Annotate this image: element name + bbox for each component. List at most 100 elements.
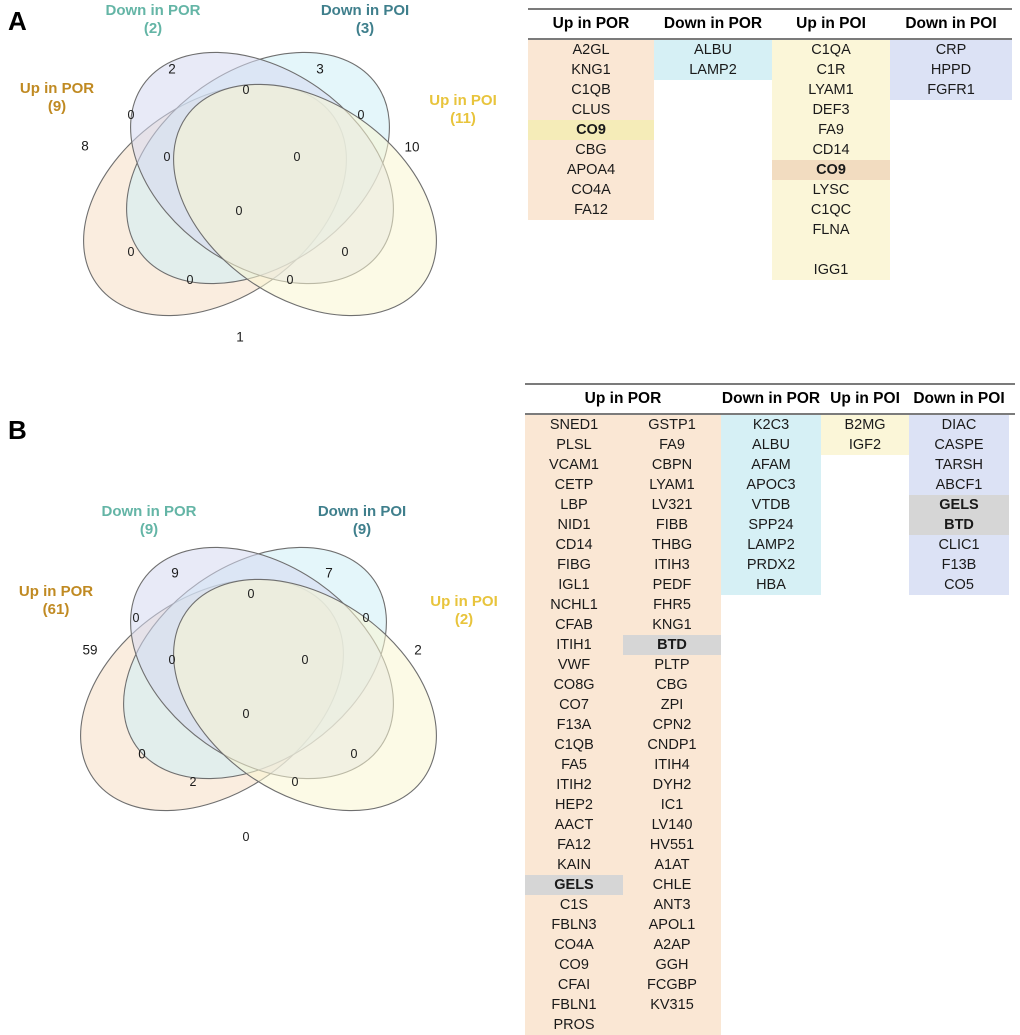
table-cell: A1AT [654,857,690,873]
table-cell: CD14 [555,537,593,553]
table-cell: DEF3 [812,102,850,118]
table-cell: CPN2 [652,717,692,733]
table-header-up-in-poi: Up in POI [796,15,866,32]
venn-label-count: (9) [47,98,67,116]
table-cell: CASPE [934,437,984,453]
venn-label-up-poi-a: Up in POI (11) [408,92,518,129]
venn-region-all-four-a: 0 [235,204,243,218]
table-cell: CETP [554,477,594,493]
table-cell: NCHL1 [550,597,598,613]
table-cell: IGG1 [813,262,849,278]
table-cell: PLSL [556,437,592,453]
table-cell: CO4A [571,182,611,198]
table-cell: GGH [655,957,689,973]
venn-label-text: Down in POI [320,2,410,19]
table-cell: AFAM [751,457,791,473]
table-cell: HPPD [930,62,972,78]
table-cell: LAMP2 [747,537,795,553]
table-cell-blank [772,240,890,260]
table-cell: TARSH [934,457,984,473]
table-cell: FLNA [812,222,850,238]
table-cell: ZPI [660,697,684,713]
table-cell: CO9 [559,957,589,973]
table-cell: ITIH1 [556,637,592,653]
venn-region-up-por-down-por-up-poi-a: 0 [186,273,194,287]
table-cell: ABCF1 [935,477,983,493]
table-cell: ALBU [694,42,732,58]
venn-label-count: (9) [352,521,372,539]
table-cell: C1R [816,62,846,78]
table-cell: LYAM1 [649,477,695,493]
venn-region-up-por-down-por-a: 0 [127,108,135,122]
venn-diagram-a [83,51,437,317]
table-cell: SNED1 [549,417,599,433]
venn-label-count: (11) [450,110,476,128]
table-cell: BTD [909,515,1009,535]
table-cell: HV551 [649,837,695,853]
table-cell: VWF [557,657,591,673]
venn-region-only-down-por-a: 2 [168,61,176,77]
table-cell: FGFR1 [927,82,975,98]
venn-region-up-por-down-poi-b: 0 [138,746,146,762]
table-cell: CBPN [651,457,693,473]
table-header-down-in-poi: Down in POI [913,390,1005,407]
venn-region-down-por-up-poi-a: 0 [341,245,349,259]
venn-label-text: Up in POR [18,583,94,600]
table-rule-mid [525,413,1015,415]
table-cell: F13B [941,557,977,573]
table-cell: C1S [559,897,589,913]
table-cell: FA9 [818,122,844,138]
venn-label-down-por-b: Down in POR (9) [84,503,214,540]
table-cell: ITIH3 [654,557,690,573]
venn-region-only-down-poi-a: 3 [316,61,324,77]
table-cell: CO4A [554,937,594,953]
table-cell: KAIN [557,857,591,873]
table-cell: CO8G [553,677,595,693]
table-cell: FA12 [574,202,608,218]
table-header-down-in-por: Down in POR [721,390,821,407]
table-cell: CRP [935,42,967,58]
table-cell: VTDB [751,497,791,513]
venn-region-up-por-down-por-up-poi-b: 2 [189,775,197,789]
table-cell: KNG1 [571,62,611,78]
venn-region-only-up-poi-a: 10 [404,139,420,155]
panel-b-letter: B [8,415,27,445]
table-cell: VCAM1 [549,457,599,473]
venn-label-up-por-a: Up in POR (9) [2,80,112,117]
panel-a-table: Up in POR Down in POR Up in POI Down in … [528,8,1012,280]
venn-label-up-poi-b: Up in POI (2) [408,593,520,630]
venn-label-text: Up in POI [430,593,498,610]
table-cell: C1QB [571,82,611,98]
venn-region-up-por-down-poi-up-poi-b: 0 [291,775,299,789]
table-cell: CO5 [944,577,974,593]
table-cell: FIBB [655,517,689,533]
venn-ellipse-up-poi [173,83,437,317]
table-header-down-in-poi: Down in POI [905,15,997,32]
venn-region-down-poi-up-poi-a: 0 [357,108,365,122]
panel-b-table: Up in POR Down in POR Up in POI Down in … [525,383,1015,1035]
table-cell: IC1 [660,797,684,813]
panel-a-venn: Down in POR (2) Down in POI (3) Up in PO… [0,0,520,375]
table-cell: FHR5 [653,597,691,613]
table-cell: LYSC [812,182,850,198]
venn-region-up-por-down-por-down-poi-a: 0 [163,150,171,164]
table-cell: CO9 [772,160,890,180]
table-cell: KNG1 [652,617,692,633]
table-cell: CO9 [528,120,654,140]
table-cell: GELS [909,495,1009,515]
table-cell: GSTP1 [648,417,696,433]
table-header-up-in-poi: Up in POI [830,390,900,407]
table-cell: KV315 [650,997,694,1013]
table-cell: CNDP1 [647,737,697,753]
venn-label-text: Down in POR [105,2,201,19]
venn-region-down-poi-up-poi-b: 0 [362,611,370,625]
venn-region-only-up-por-b: 59 [82,642,98,658]
venn-label-down-poi-a: Down in POI (3) [300,2,430,39]
venn-region-down-por-down-poi-b: 0 [247,587,255,601]
panel-a-letter: A [8,6,27,36]
